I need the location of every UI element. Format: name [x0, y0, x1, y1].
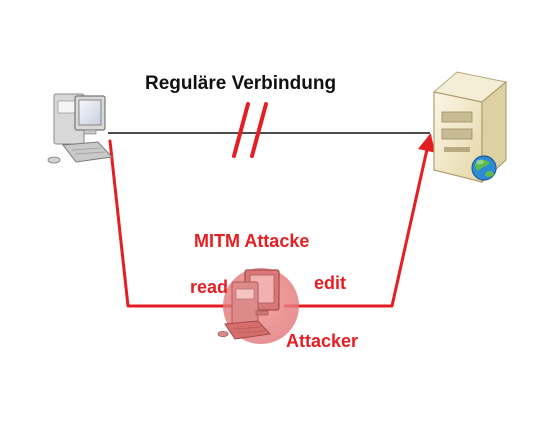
mitm-attack-path: [108, 136, 430, 308]
attacker-computer-icon: [217, 269, 280, 340]
mitm-attack-title: MITM Attacke: [194, 231, 310, 251]
read-label: read: [190, 277, 229, 297]
regular-connection-label: Reguläre Verbindung: [145, 73, 337, 94]
double-slash-icon: [232, 102, 268, 158]
edit-label: edit: [314, 273, 347, 293]
server-with-globe-icon: [432, 71, 508, 184]
client-computer-icon: [47, 93, 114, 164]
attacker-label: Attacker: [286, 331, 359, 351]
